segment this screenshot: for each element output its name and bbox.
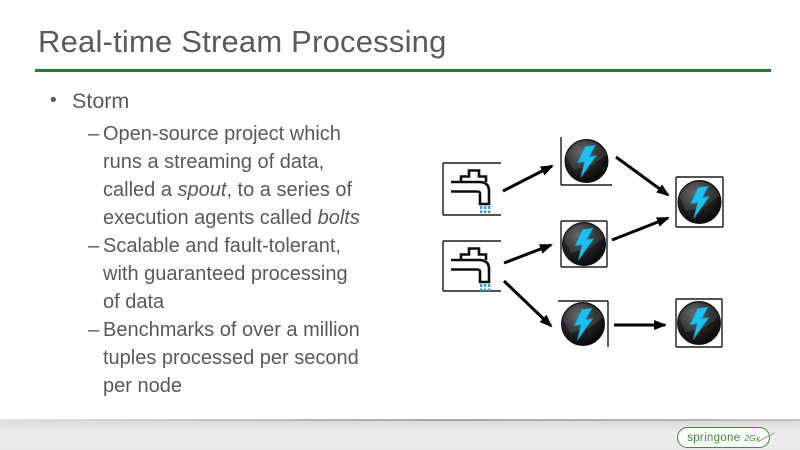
spout-node [442,162,501,216]
sub-bullet-text: Scalable and fault-tolerant, with guaran… [103,235,348,313]
bolt-node [560,137,612,186]
emphasized-term: spout [177,179,227,201]
flow-arrow [502,164,554,193]
bolt-icon [677,180,722,224]
sub-bullet-text: Open-source project which runs a streami… [103,123,360,229]
spout-node [442,240,501,293]
emphasized-term: bolts [317,207,360,229]
bullet-list: • Storm –Open-source project which runs … [47,86,367,400]
sub-bullet-list: –Open-source project which runs a stream… [47,120,367,400]
springone-logo: springone 2Gx [677,427,776,448]
dash-marker: – [88,319,100,341]
sub-bullet-item: –Scalable and fault-tolerant, with guara… [47,232,367,316]
logo-text: springone [687,431,741,444]
flow-arrow [611,216,670,242]
flow-arrow [615,155,670,197]
logo-suffix: 2Gx [744,432,760,443]
slide-footer: springone 2Gx [0,421,800,450]
bolt-icon [677,301,721,345]
text-segment: , to a series of execution agents called [103,179,353,229]
bolt-icon [561,302,605,346]
flow-arrow [503,243,553,265]
bullet-item: • Storm [47,86,367,116]
footer-edge-line [0,419,800,421]
sub-bullet-item: –Benchmarks of over a million tuples pro… [47,316,367,400]
text-segment: Scalable and fault-tolerant, with guaran… [103,235,348,313]
bolt-node [560,220,608,268]
sub-bullet-item: –Open-source project which runs a stream… [47,120,367,232]
dash-marker: – [88,235,100,257]
spout-icon [449,247,492,293]
bolt-node [675,298,723,348]
text-segment: Open-source project which runs a streami… [103,123,341,201]
slide-title: Real-time Stream Processing [38,24,447,59]
bullet-text: Storm [72,89,130,113]
text-segment: Benchmarks of over a million tuples proc… [103,319,360,397]
title-underline [35,69,771,72]
bolt-icon [564,139,609,183]
sub-bullet-text: Benchmarks of over a million tuples proc… [103,319,360,397]
nodes-layer [442,137,724,348]
flow-arrow [502,279,553,328]
bullet-marker: • [50,90,57,111]
dash-marker: – [88,123,100,145]
bolt-node [558,300,609,347]
spout-icon [449,169,492,215]
bolt-icon [562,222,606,266]
bolt-node [675,176,724,228]
arrows-layer [502,155,670,330]
